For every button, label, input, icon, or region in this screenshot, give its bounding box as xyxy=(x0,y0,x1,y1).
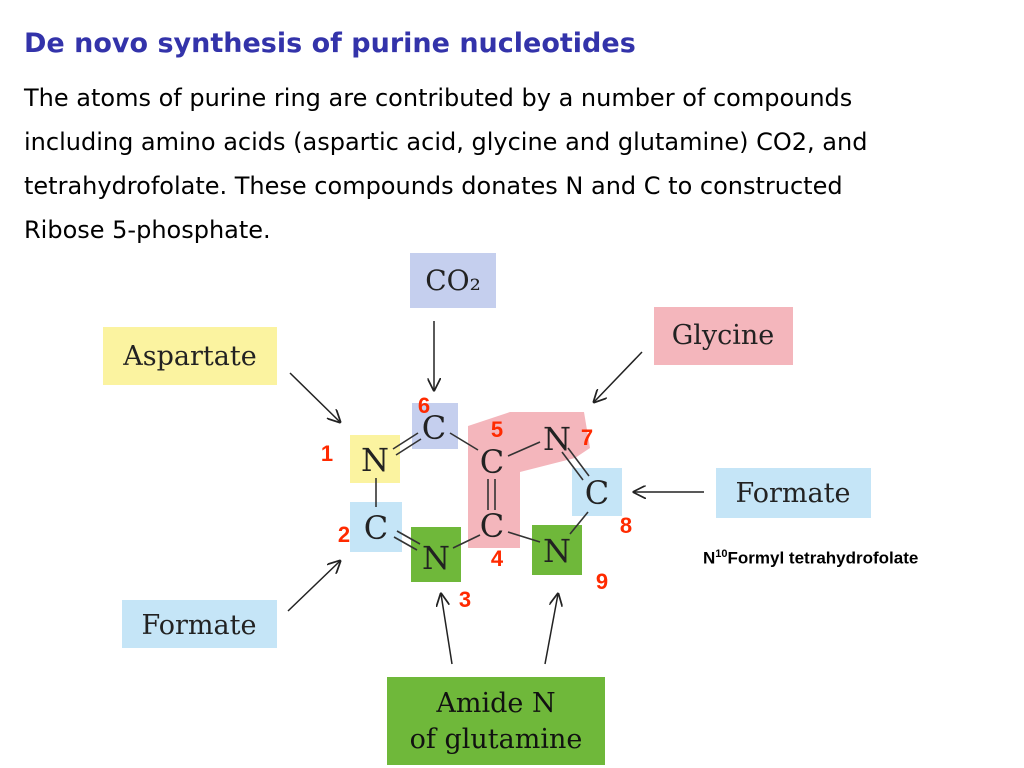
atom-c4: C xyxy=(480,507,504,545)
atom-n7: N xyxy=(543,420,571,458)
co2-label: CO₂ xyxy=(425,264,481,297)
glycine-source: Glycine xyxy=(654,307,793,365)
arrow-glycine xyxy=(594,351,643,402)
position-numbers: 1 2 3 4 5 6 7 8 9 xyxy=(321,393,632,612)
formate-left-label: Formate xyxy=(142,610,257,641)
atom-labels: N C N C C C N C N xyxy=(361,409,609,577)
atom-c8: C xyxy=(585,474,609,512)
position-5: 5 xyxy=(491,417,503,442)
glutamine-label-line2: of glutamine xyxy=(410,724,583,755)
co2-source: CO₂ xyxy=(410,253,496,308)
position-4: 4 xyxy=(491,546,504,571)
position-3: 3 xyxy=(459,587,471,612)
arrow-aspartate xyxy=(289,372,340,422)
arrow-formate-left xyxy=(287,561,340,612)
glycine-highlight xyxy=(468,412,590,548)
formate-right-label: Formate xyxy=(736,478,851,509)
c6-highlight xyxy=(412,403,458,449)
page-title: De novo synthesis of purine nucleotides xyxy=(24,28,636,59)
atom-n1: N xyxy=(361,441,389,479)
description-paragraph: The atoms of purine ring are contributed… xyxy=(24,76,984,252)
position-6: 6 xyxy=(418,393,430,418)
paragraph-line-2: including amino acids (aspartic acid, gl… xyxy=(24,128,868,156)
aspartate-source: Aspartate xyxy=(103,327,277,385)
n9-highlight xyxy=(532,525,582,575)
arrow-glutamine-n9 xyxy=(544,594,558,665)
position-7: 7 xyxy=(581,425,593,450)
ring-bonds xyxy=(375,432,590,551)
n10-formyl-thf-label: N10Formyl tetrahydrofolate xyxy=(703,548,919,568)
position-2: 2 xyxy=(338,522,350,547)
glycine-label: Glycine xyxy=(672,320,775,351)
paragraph-line-3: tetrahydrofolate. These compounds donate… xyxy=(24,172,843,200)
glutamine-label-line1: Amide N xyxy=(435,688,555,719)
aspartate-label: Aspartate xyxy=(122,341,256,372)
paragraph-line-4: Ribose 5-phosphate. xyxy=(24,216,271,244)
c2-highlight xyxy=(350,502,402,552)
paragraph-line-1: The atoms of purine ring are contributed… xyxy=(24,84,853,112)
atom-c5: C xyxy=(480,443,504,481)
position-9: 9 xyxy=(596,569,608,594)
arrow-glutamine-n3 xyxy=(441,594,453,665)
atom-c6: C xyxy=(422,409,446,447)
atom-c2: C xyxy=(364,509,388,547)
contribution-arrows xyxy=(287,321,704,665)
n1-highlight xyxy=(350,435,400,483)
formate-left-source: Formate xyxy=(122,600,277,648)
position-1: 1 xyxy=(321,441,333,466)
formate-right-source: Formate xyxy=(716,468,871,518)
atom-n9: N xyxy=(543,532,571,570)
atom-n3: N xyxy=(422,539,450,577)
position-8: 8 xyxy=(620,513,632,538)
n3-highlight xyxy=(411,527,461,582)
glutamine-source: Amide N of glutamine xyxy=(387,677,605,765)
